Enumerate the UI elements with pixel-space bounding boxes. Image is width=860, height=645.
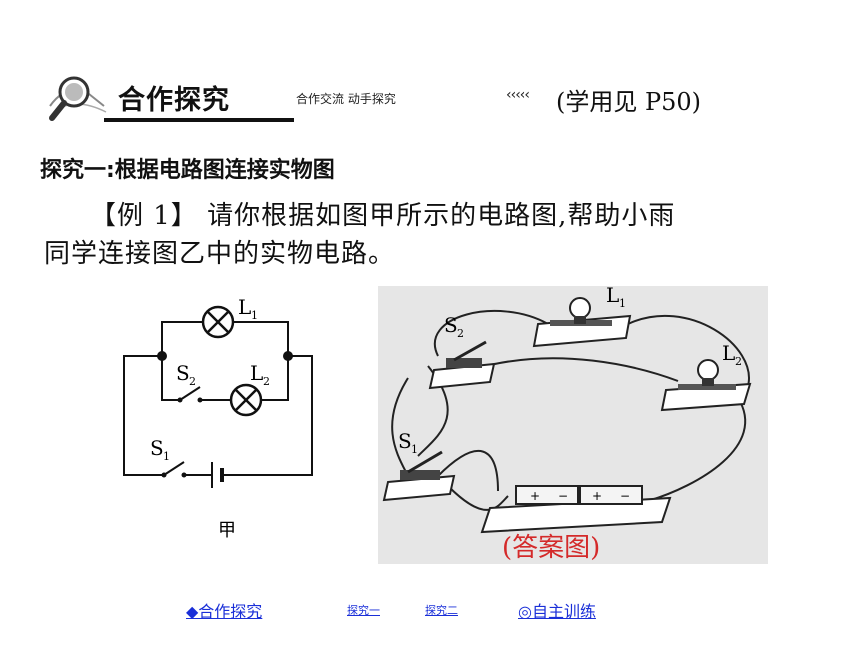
magnifier-icon [49,76,107,121]
label-s1: S [150,436,164,460]
lamp-l2-board [660,359,752,412]
caption-jia: 甲 [218,520,236,540]
label-l1: L [238,295,251,319]
label-l1-sub: 1 [251,309,258,322]
nav-link-self-training[interactable]: ◎自主训练 [518,602,596,621]
lamp-l1-symbol [201,305,235,339]
nav-link-exploration-two[interactable]: 探究二 [425,604,458,617]
photo-label-l1-sub: 1 [619,297,626,310]
switch-s1-symbol [161,461,210,478]
switch-s1-board [382,450,456,502]
switch-s2-board [428,340,496,390]
question-line-2: 同学连接图乙中的实物电路。 [44,239,396,269]
section-header-subtitle: 合作交流 动手探究 [296,92,396,106]
photo-label-s1-sub: 1 [411,443,418,456]
battery-plus-1: + [530,489,540,503]
battery-plus-2: + [592,489,602,503]
header-arrows: ‹‹‹‹‹ [506,87,530,103]
label-l2: L [250,361,263,385]
battery-symbol [210,462,230,488]
nav-link-exploration-one[interactable]: 探究一 [347,604,380,617]
battery-minus-2: − [620,489,630,503]
physical-circuit-answer-image: + − + − L 1 L 2 S 2 S 1 (答案图) [378,286,768,564]
exploration-title: 探究一:根据电路图连接实物图 [40,158,335,183]
photo-label-s2-sub: 2 [457,327,464,340]
page-reference: (学用见 P50) [556,88,702,116]
label-s2-sub: 2 [189,375,196,388]
label-s1-sub: 1 [163,450,170,463]
header-underline [104,118,294,122]
photo-label-s1: S [398,429,412,453]
switch-s2-symbol [177,386,203,403]
junction-dot [283,351,293,361]
photo-label-l1: L [606,286,619,307]
battery-board: + − + − [480,485,672,534]
junction-dot [157,351,167,361]
battery-minus-1: − [558,489,568,503]
section-header-title: 合作探究 [118,85,230,116]
question-line-1: 【例 1】 请你根据如图甲所示的电路图,帮助小雨 [90,201,676,231]
lamp-l2-symbol [229,383,263,417]
photo-label-s2: S [444,313,458,337]
photo-label-l2: L [722,341,735,365]
answer-figure-label: (答案图) [502,533,600,563]
photo-label-l2-sub: 2 [735,355,742,368]
lamp-l1-board [532,297,632,348]
label-s2: S [176,361,190,385]
bottom-nav: ◆合作探究 探究一 探究二 ◎自主训练 [0,598,860,622]
circuit-diagram-jia: L 1 L 2 S 2 S 1 甲 [123,295,313,540]
nav-link-cooperative-exploration[interactable]: ◆合作探究 [186,602,263,621]
label-l2-sub: 2 [263,375,270,388]
